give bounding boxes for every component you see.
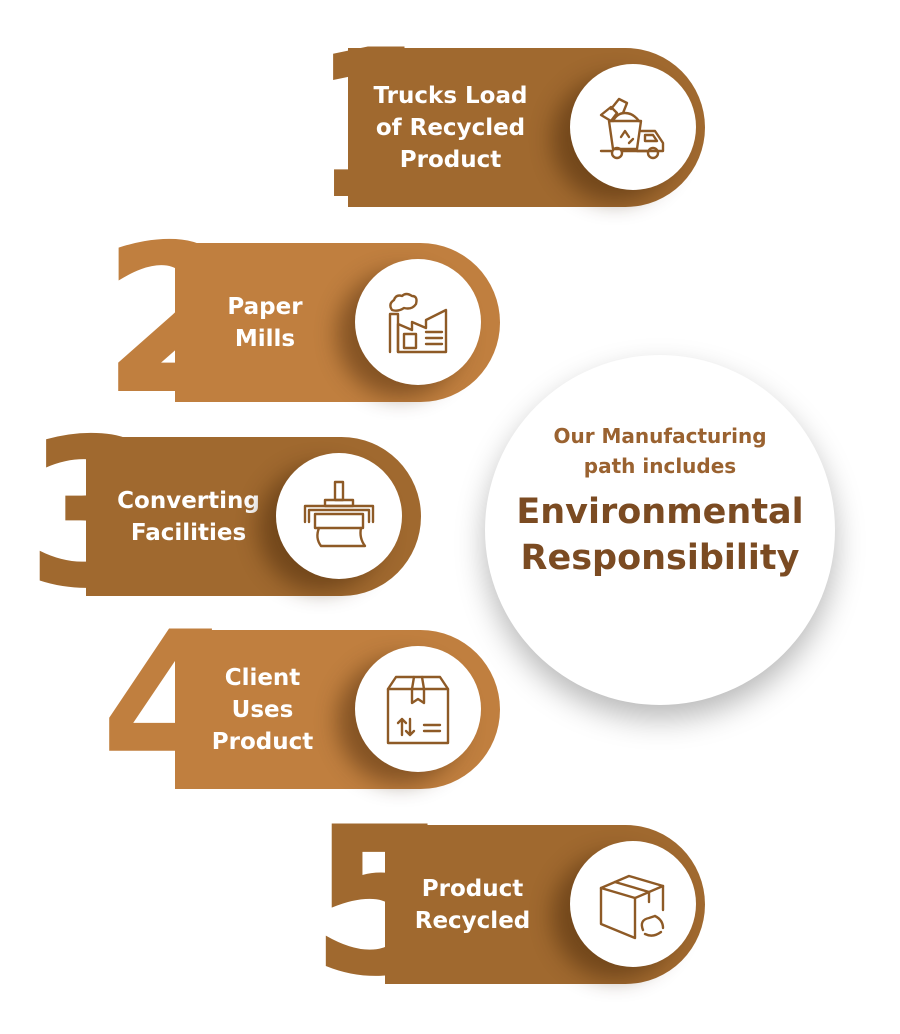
step-4: 4 Client Uses Product xyxy=(100,606,505,811)
step-label: Trucks Load of Recycled Product xyxy=(373,82,528,173)
step-1: 1 Trucks Load of Recycled Product xyxy=(310,24,710,229)
step-label: Client Uses Product xyxy=(211,664,314,755)
paper-roll-machine-icon xyxy=(276,453,402,579)
step-2: 2 Paper Mills xyxy=(100,219,505,424)
package-box-icon xyxy=(355,646,481,772)
factory-icon xyxy=(355,259,481,385)
center-title: Environmental Responsibility xyxy=(516,492,804,578)
step-label: Paper Mills xyxy=(227,293,303,352)
garbage-truck-icon xyxy=(570,64,696,190)
step-label: Converting Facilities xyxy=(117,487,260,546)
recycle-box-icon xyxy=(570,841,696,967)
center-subtitle: Our Manufacturing path includes xyxy=(553,424,767,478)
center-message-circle: Our Manufacturing path includes Environm… xyxy=(485,355,835,705)
step-3: 3 Converting Facilities xyxy=(26,413,426,618)
step-label: Product Recycled xyxy=(414,875,531,934)
step-5: 5 Product Recycled xyxy=(310,801,710,1006)
